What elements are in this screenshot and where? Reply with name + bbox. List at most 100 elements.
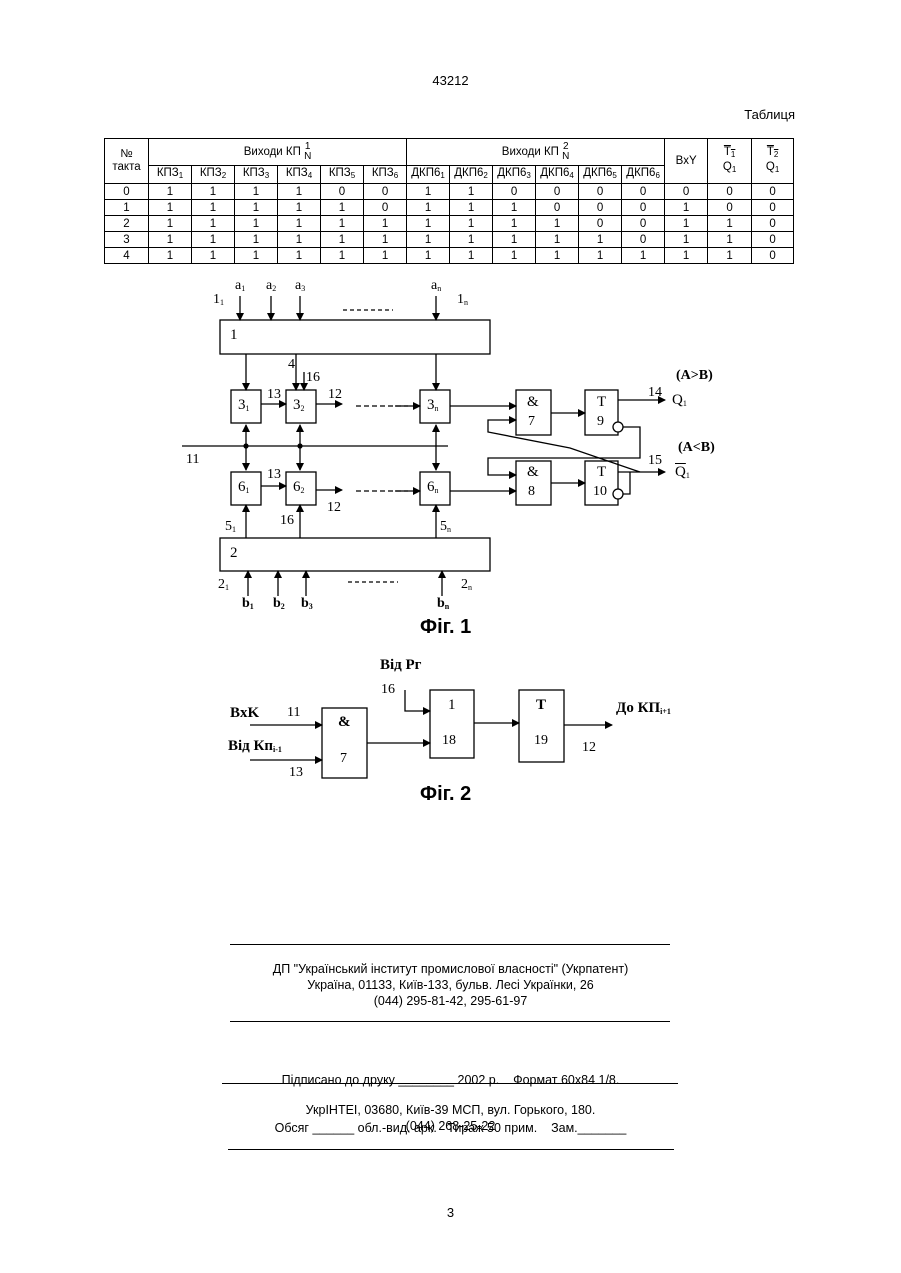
fig2-from-kp: Від Кпi-1 (228, 738, 282, 755)
header-bxy: BxY (665, 139, 708, 184)
table-cell: 1 (579, 248, 622, 264)
sub-header-cell: КПЗ4 (278, 166, 321, 184)
table-cell: 1 (536, 248, 579, 264)
footer-org-line-2: Україна, 01133, Київ-133, бульв. Лесі Ук… (0, 977, 901, 993)
footer-org: ДП "Український інститут промислової вла… (0, 961, 901, 1009)
label-5-n: 5n (440, 519, 451, 535)
table-cell: 1 (364, 232, 407, 248)
table-cell: 1 (450, 232, 493, 248)
table-cell: 0 (536, 200, 579, 216)
table-cell: 0 (622, 232, 665, 248)
table-cell: 0 (752, 232, 794, 248)
sub-header-cell: ДКП65 (579, 166, 622, 184)
cell-3-n-label: 3n (427, 397, 439, 414)
label-13-top: 13 (267, 387, 281, 403)
table-cell: 2 (105, 216, 149, 232)
table-row: 0111100110000000 (105, 184, 794, 200)
table-cell: 1 (450, 200, 493, 216)
table-cell: 1 (321, 248, 364, 264)
table-cell: 1 (235, 216, 278, 232)
table-cell: 1 (665, 200, 708, 216)
table-cell: 0 (579, 184, 622, 200)
table-cell: 1 (493, 216, 536, 232)
table-cell: 0 (622, 200, 665, 216)
table-cell: 0 (364, 184, 407, 200)
footer-press-line-2: (044) 268-25-22 (0, 1118, 901, 1134)
table-cell: 1 (321, 232, 364, 248)
fig2-label-13: 13 (289, 765, 303, 781)
figure-1-diagram (0, 270, 901, 610)
sub-header-cell: ДКП63 (493, 166, 536, 184)
header-group-2: Виходи КП 2N (407, 139, 665, 166)
label-a-lt-b: (A<B) (678, 440, 715, 456)
divider-1 (230, 944, 670, 945)
table-cell: 1 (321, 200, 364, 216)
page-code: 43212 (0, 73, 901, 88)
table-cell: 0 (752, 200, 794, 216)
footer-org-line-1: ДП "Український інститут промислової вла… (0, 961, 901, 977)
table-cell: 1 (450, 216, 493, 232)
sub-header-cell: КПЗ2 (192, 166, 235, 184)
table-cell: 1 (278, 232, 321, 248)
sub-header-cell: КПЗ1 (149, 166, 192, 184)
label-14: 14 (648, 385, 662, 401)
table-cell: 1 (235, 232, 278, 248)
table-cell: 1 (278, 184, 321, 200)
table-cell: 1 (321, 216, 364, 232)
and-7-symbol: & (527, 394, 539, 411)
table-cell: 1 (665, 216, 708, 232)
table-cell: 1 (105, 200, 149, 216)
table-cell: 0 (665, 184, 708, 200)
label-1-1: 11 (213, 292, 224, 308)
label-4: 4 (288, 357, 295, 373)
table-cell: 1 (622, 248, 665, 264)
fig2-label-12: 12 (582, 740, 596, 756)
trigger-10-symbol: T (597, 464, 606, 481)
table-cell: 0 (752, 184, 794, 200)
table-cell: 1 (493, 232, 536, 248)
table-cell: 1 (192, 200, 235, 216)
table-cell: 0 (579, 200, 622, 216)
label-16-bottom: 16 (280, 513, 294, 529)
table-cell: 1 (278, 216, 321, 232)
label-a2: a2 (266, 278, 276, 294)
header-t1: T1Q1 (708, 139, 752, 184)
table-cell: 1 (407, 248, 450, 264)
label-bn: bn (437, 596, 449, 612)
header-t2: T2Q1 (752, 139, 794, 184)
trigger-9-symbol: T (597, 394, 606, 411)
table-cell: 1 (364, 248, 407, 264)
cell-3-1-label: 31 (238, 397, 250, 414)
block-1-label: 1 (230, 327, 238, 344)
table-cell: 1 (450, 184, 493, 200)
sub-header-cell: КПЗ5 (321, 166, 364, 184)
label-b2: b2 (273, 596, 285, 612)
cell-6-n-label: 6n (427, 479, 439, 496)
fig2-label-16: 16 (381, 682, 395, 698)
table-cell: 1 (665, 232, 708, 248)
divider-4 (228, 1149, 674, 1150)
table-cell: 1 (149, 248, 192, 264)
label-1-n: 1n (457, 292, 468, 308)
table-cell: 1 (407, 232, 450, 248)
trigger-9-number: 9 (597, 414, 604, 430)
fig2-to-kp: До КПi+1 (616, 700, 671, 717)
table-cell: 0 (536, 184, 579, 200)
label-16-top: 16 (306, 370, 320, 386)
table-cell: 1 (579, 232, 622, 248)
block-1 (220, 320, 490, 354)
footer-print-line-1: Підписано до друку ________ 2002 р. Форм… (0, 1072, 901, 1088)
data-table: № такта Виходи КП 1N Виходи КП 2N BxY T1… (104, 138, 794, 264)
table-cell: 0 (493, 184, 536, 200)
footer-print: Підписано до друку ________ 2002 р. Форм… (0, 1040, 901, 1152)
table-cell: 1 (235, 200, 278, 216)
table-cell: 0 (321, 184, 364, 200)
table-cell: 1 (278, 248, 321, 264)
page-number: 3 (0, 1205, 901, 1220)
table-cell: 1 (708, 216, 752, 232)
table-cell: 1 (149, 200, 192, 216)
output-q1: Q1 (672, 392, 687, 409)
table-cell: 1 (407, 216, 450, 232)
fig2-and-symbol: & (338, 714, 351, 731)
table-cell: 0 (752, 248, 794, 264)
